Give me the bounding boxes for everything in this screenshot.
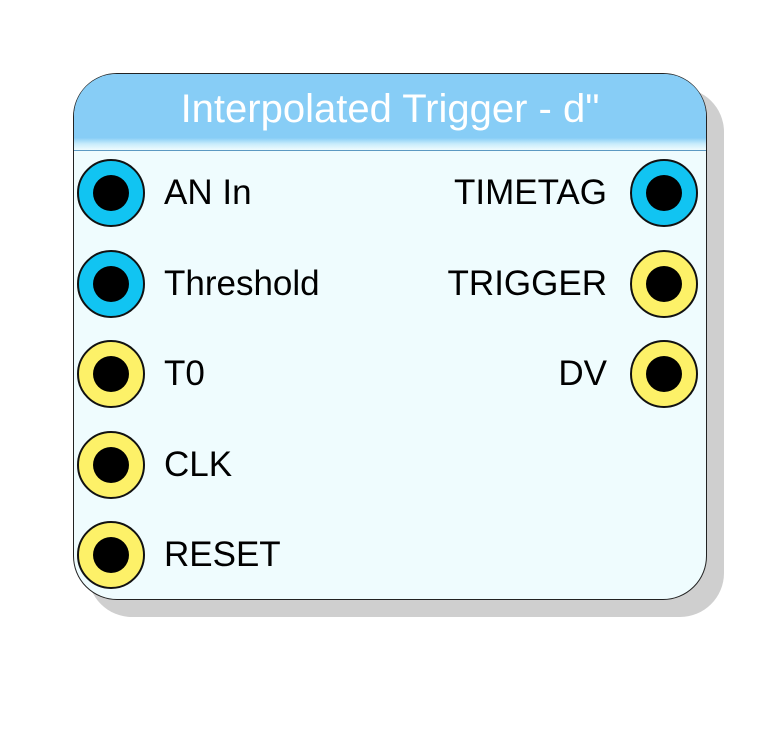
output-label-trigger: TRIGGER <box>447 264 607 303</box>
function-block[interactable]: Interpolated Trigger - d" <box>73 73 707 600</box>
port-hole <box>93 266 129 302</box>
output-port-trigger[interactable] <box>630 250 698 318</box>
input-label-an-in: AN In <box>164 173 252 212</box>
output-port-dv[interactable] <box>630 340 698 408</box>
port-hole <box>93 175 129 211</box>
output-label-timetag: TIMETAG <box>454 173 607 212</box>
block-title: Interpolated Trigger - d" <box>180 87 600 131</box>
block-header: Interpolated Trigger - d" <box>74 74 706 151</box>
input-port-an-in[interactable] <box>77 159 145 227</box>
input-label-threshold: Threshold <box>164 264 320 303</box>
input-label-clk: CLK <box>164 445 233 484</box>
port-hole <box>93 356 129 392</box>
input-label-t0: T0 <box>164 354 205 393</box>
port-hole <box>646 266 682 302</box>
input-port-t0[interactable] <box>77 340 145 408</box>
input-port-reset[interactable] <box>77 521 145 589</box>
input-label-reset: RESET <box>164 535 281 574</box>
port-hole <box>93 447 129 483</box>
output-port-timetag[interactable] <box>630 159 698 227</box>
port-hole <box>93 537 129 573</box>
port-hole <box>646 175 682 211</box>
port-hole <box>646 356 682 392</box>
input-port-threshold[interactable] <box>77 250 145 318</box>
output-label-dv: DV <box>558 354 607 393</box>
input-port-clk[interactable] <box>77 431 145 499</box>
